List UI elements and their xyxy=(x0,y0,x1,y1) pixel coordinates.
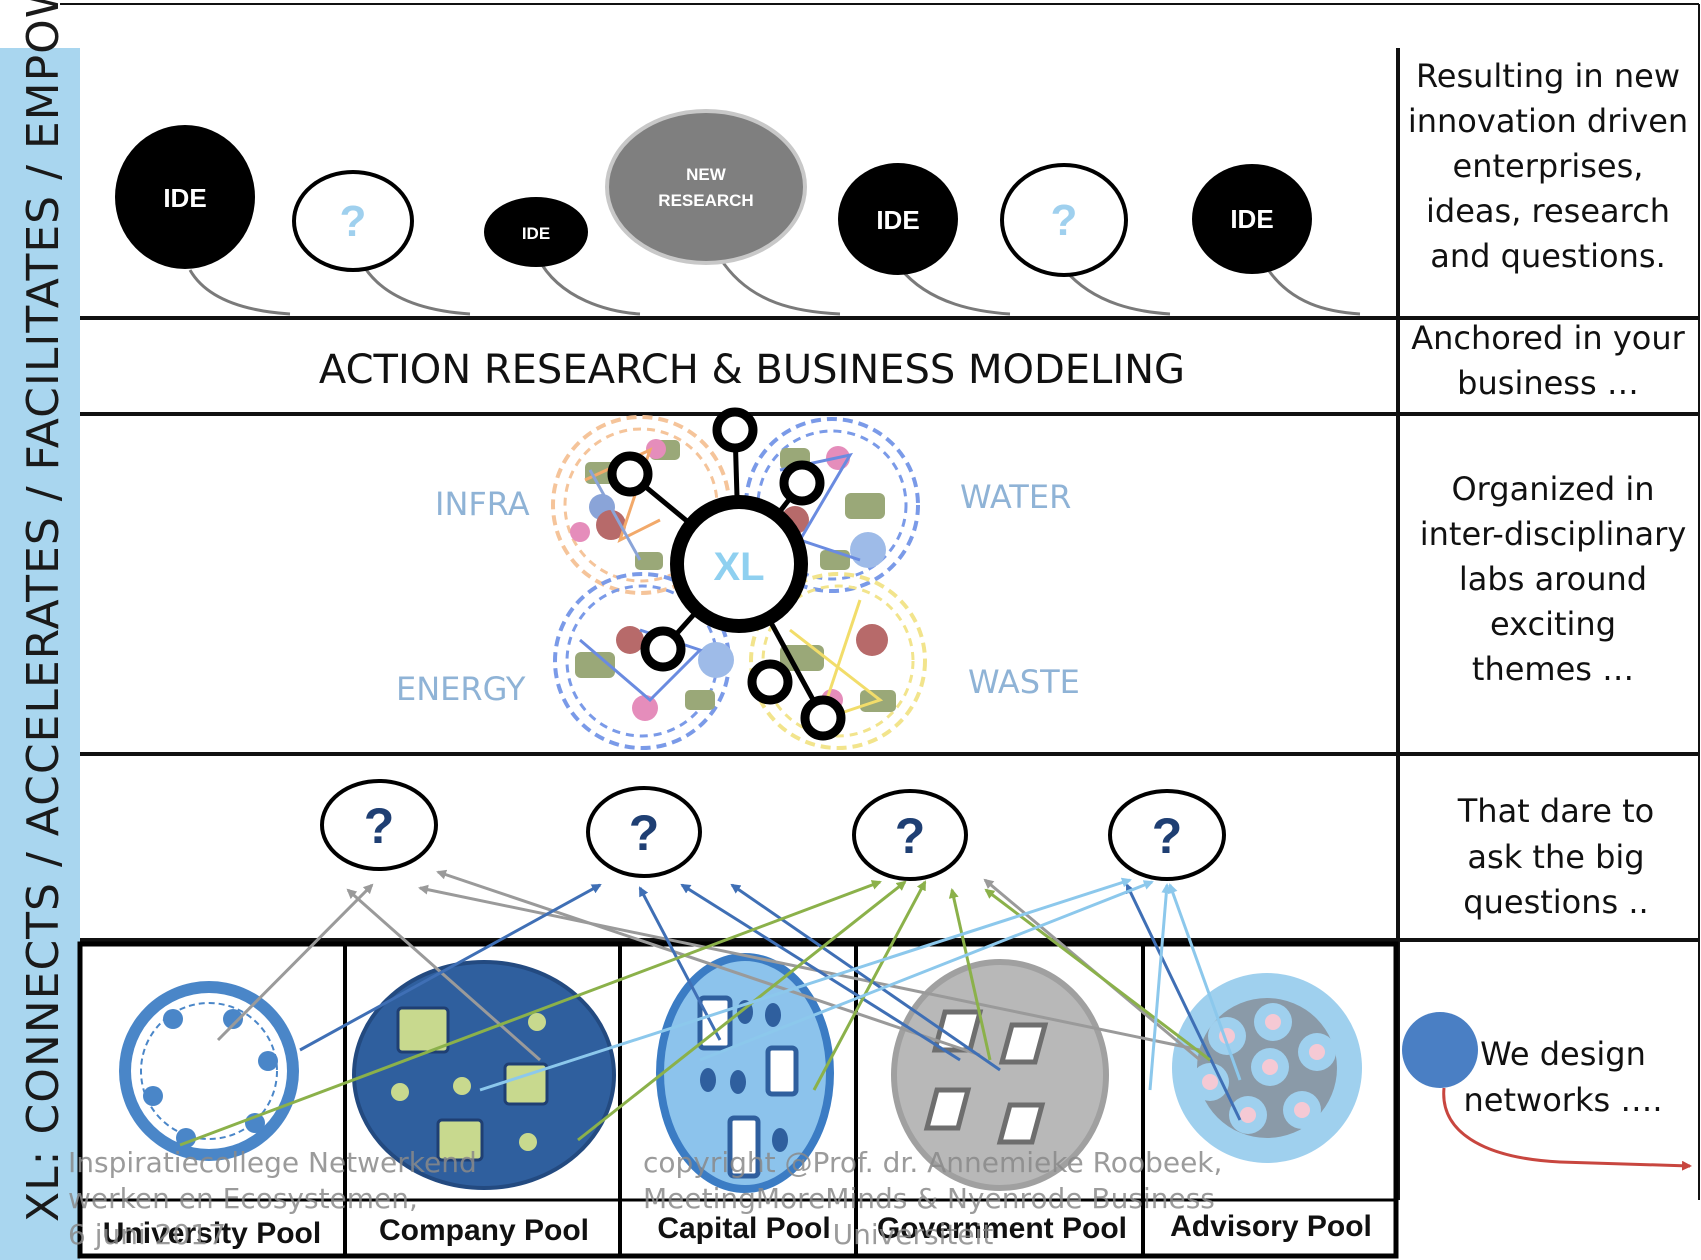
footer-left-line-1: Inspiratiecollege Netwerkend xyxy=(68,1146,477,1179)
pools-box xyxy=(77,941,1399,1259)
right-column: Resulting in new innovation driven enter… xyxy=(1402,57,1692,1171)
question-4: ? xyxy=(1108,789,1226,881)
pool-label-company: Company Pool xyxy=(379,1214,589,1247)
bubble-3: IDE xyxy=(484,197,588,267)
question-1: ? xyxy=(320,779,438,871)
right-text-5-line-2: networks …. xyxy=(1464,1081,1663,1119)
sidebar-bar xyxy=(0,48,80,1260)
footer: Inspiratiecollege Netwerkend werken en E… xyxy=(68,1146,1222,1251)
frame xyxy=(60,3,1700,1200)
capital-pool-icon xyxy=(656,953,834,1193)
sidebar-label: XL: CONNECTS / ACCELERATES / FACILITATES… xyxy=(18,0,69,1222)
right-text-3-line-4: exciting xyxy=(1490,605,1616,643)
right-text-1-line-5: and questions. xyxy=(1430,237,1665,275)
right-text-2-line-2: business … xyxy=(1457,364,1639,402)
right-text-2-line-1: Anchored in your xyxy=(1411,319,1685,357)
band-title: ACTION RESEARCH & BUSINESS MODELING xyxy=(319,347,1185,393)
advisory-pool-icon xyxy=(1172,973,1362,1163)
xl-hub-label: XL xyxy=(713,545,764,589)
bubble-4-line-1: NEW xyxy=(686,165,727,184)
network-node-icon xyxy=(1402,1012,1478,1088)
question-3-mark: ? xyxy=(895,808,926,864)
right-text-1-line-4: ideas, research xyxy=(1426,192,1670,230)
right-text-3-line-5: themes … xyxy=(1472,650,1634,688)
bubble-2-label: ? xyxy=(340,197,367,246)
question-4-mark: ? xyxy=(1152,808,1183,864)
bubble-1: IDE xyxy=(115,125,255,269)
theme-infra: INFRA xyxy=(435,485,530,523)
company-pool-icon xyxy=(352,960,616,1190)
xl-hub: XL xyxy=(670,495,808,633)
bubble-7-label: IDE xyxy=(1230,204,1273,234)
right-text-1-line-3: enterprises, xyxy=(1453,147,1644,185)
hub-nodes xyxy=(607,407,846,741)
right-text-3-line-1: Organized in xyxy=(1451,470,1654,508)
bubble-6: ? xyxy=(1000,163,1128,277)
right-text-3-line-3: labs around xyxy=(1459,560,1647,598)
question-1-mark: ? xyxy=(364,798,395,854)
bubble-5-label: IDE xyxy=(876,205,919,235)
pool-label-government: Government Pool xyxy=(877,1212,1127,1245)
footer-right-line-2: MeetingMoreMinds & Nyenrode Business xyxy=(643,1182,1215,1215)
right-text-4-line-3: questions .. xyxy=(1463,883,1648,921)
theme-waste: WASTE xyxy=(968,663,1080,701)
network-link-arrow xyxy=(1442,1087,1692,1171)
top-row-bubbles: IDE ? IDE NEW RESEARCH IDE ? IDE xyxy=(115,109,1361,316)
lab-energy-circle xyxy=(553,572,734,750)
question-3: ? xyxy=(852,789,968,881)
bubble-2: ? xyxy=(292,170,414,272)
right-text-4-line-1: That dare to xyxy=(1457,792,1655,830)
lab-water-circle xyxy=(744,417,920,593)
question-2: ? xyxy=(586,786,702,878)
right-text-1-line-1: Resulting in new xyxy=(1416,57,1680,95)
labs-cluster: XL INFRA WATER ENERGY WASTE xyxy=(396,407,1080,750)
right-text-5-line-1: We design xyxy=(1480,1035,1646,1073)
pool-label-advisory: Advisory Pool xyxy=(1170,1210,1372,1243)
question-2-mark: ? xyxy=(629,805,660,861)
question-row: ? ? ? ? xyxy=(320,779,1226,881)
bubble-4: NEW RESEARCH xyxy=(605,109,807,265)
bubble-1-label: IDE xyxy=(163,183,206,213)
pool-label-capital: Capital Pool xyxy=(657,1212,830,1245)
theme-energy: ENERGY xyxy=(396,670,526,708)
footer-right-line-3: Universiteit xyxy=(833,1218,994,1251)
pool-label-university: University Pool xyxy=(103,1217,321,1250)
right-text-4-line-2: ask the big xyxy=(1467,838,1644,876)
footer-left-line-3: 6 juni 2017 xyxy=(68,1218,226,1251)
right-text-1-line-2: innovation driven xyxy=(1408,102,1688,140)
bubble-6-label: ? xyxy=(1051,196,1078,245)
theme-water: WATER xyxy=(960,478,1071,516)
right-text-3-line-2: inter-disciplinary xyxy=(1420,515,1687,553)
bubble-7: IDE xyxy=(1192,164,1312,274)
bubble-3-label: IDE xyxy=(522,224,550,243)
footer-left-line-2: werken en Ecosystemen, xyxy=(68,1182,418,1215)
bubble-4-line-2: RESEARCH xyxy=(658,191,753,210)
footer-right-line-1: copyright @Prof. dr. Annemieke Roobeek, xyxy=(643,1146,1222,1179)
bubble-5: IDE xyxy=(838,163,958,275)
network-arrows xyxy=(179,869,1242,1147)
